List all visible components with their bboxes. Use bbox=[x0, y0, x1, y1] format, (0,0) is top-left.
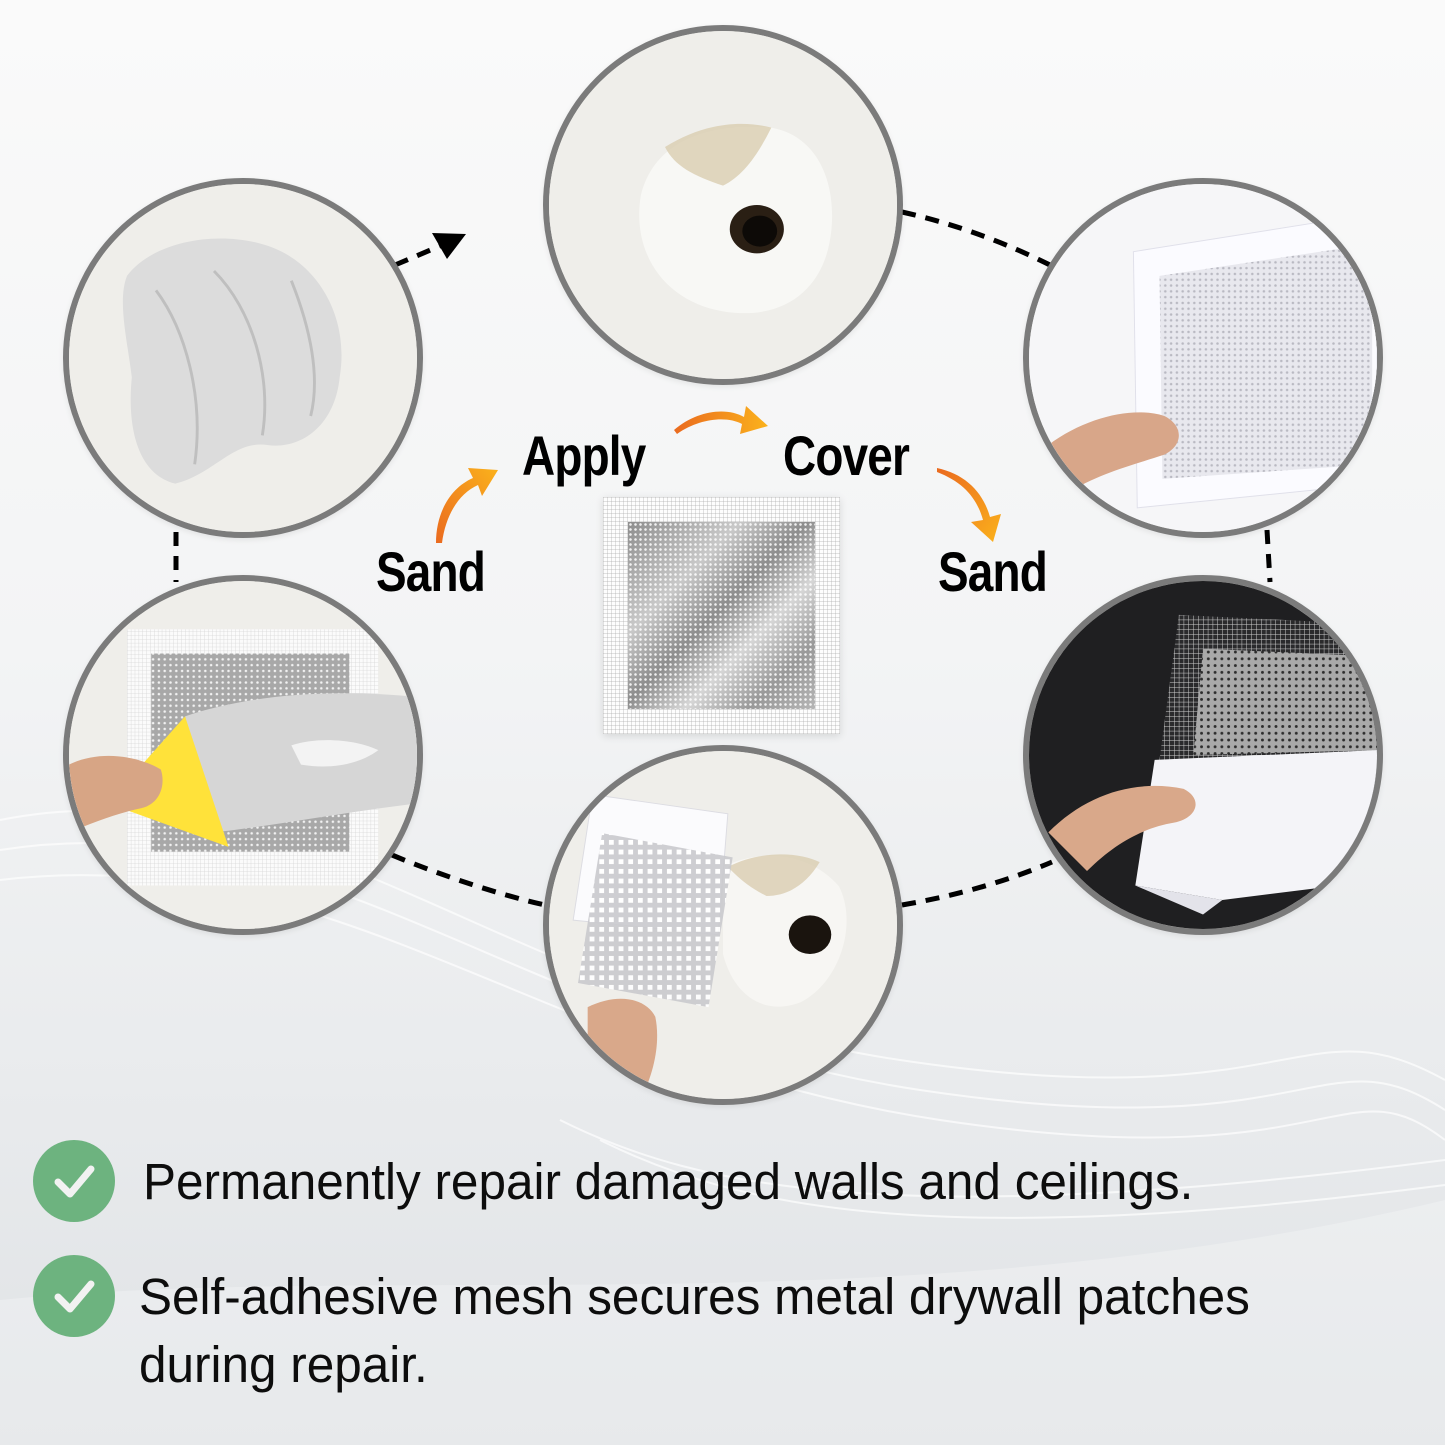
photo-patch-held bbox=[1023, 178, 1383, 538]
step-label-cover: Cover bbox=[783, 424, 910, 487]
photo-finished-compound bbox=[63, 178, 423, 538]
metal-plate bbox=[628, 522, 815, 709]
photo-peel-backing bbox=[1023, 575, 1383, 935]
benefit-item: Permanently repair damaged walls and cei… bbox=[33, 1140, 1226, 1222]
check-circle-icon bbox=[33, 1255, 115, 1337]
step-label-apply: Apply bbox=[522, 424, 646, 487]
benefit-text-line1: Self-adhesive mesh secures metal drywall… bbox=[139, 1268, 1250, 1325]
photo-apply-patch bbox=[543, 745, 903, 1105]
center-product-patch bbox=[603, 497, 840, 734]
arrow-cover-to-sand-icon bbox=[937, 468, 1001, 542]
arrowhead-icon bbox=[432, 233, 466, 259]
check-circle-icon bbox=[33, 1140, 115, 1222]
arrow-apply-to-cover-icon bbox=[674, 406, 768, 434]
photo-spread-compound bbox=[63, 575, 423, 935]
benefit-text-line2: during repair. bbox=[139, 1336, 428, 1393]
arrow-sand-to-apply-icon bbox=[436, 468, 498, 543]
step-label-sand-second: Sand bbox=[938, 540, 1048, 603]
benefit-text: Permanently repair damaged walls and cei… bbox=[143, 1153, 1194, 1210]
photo-damaged-hole bbox=[543, 25, 903, 385]
step-label-sand-first: Sand bbox=[376, 540, 486, 603]
benefit-item: Self-adhesive mesh secures metal drywall… bbox=[33, 1255, 1284, 1399]
